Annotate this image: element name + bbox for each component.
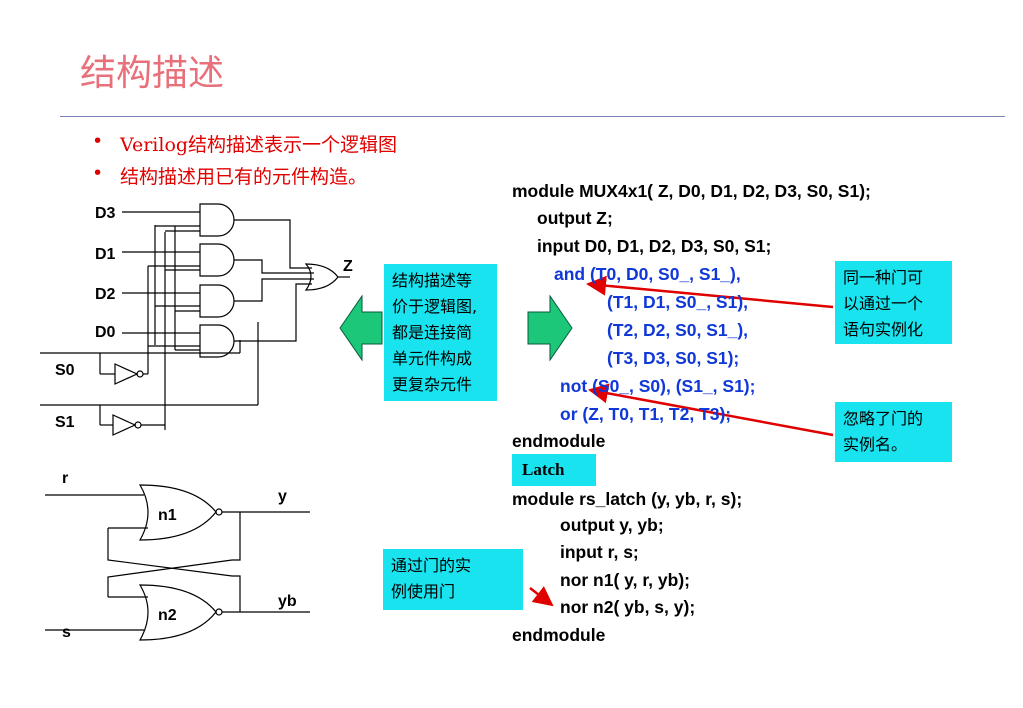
left-green-arrow	[339, 294, 383, 362]
label-z: Z	[343, 258, 353, 275]
callout-line: 以通过一个	[843, 294, 924, 313]
bullet-symbol: •	[92, 130, 104, 152]
rs-latch-diagram: r s y yb n1 n2	[45, 470, 310, 641]
red-arrow-instance	[529, 586, 554, 607]
label-d0: D0	[95, 324, 116, 341]
callout-line: 更复杂元件	[392, 375, 473, 394]
mux-logic-diagram: D3 D1 D2 D0 S0 S1 Z	[40, 203, 353, 436]
red-arrow-ignore-name	[588, 383, 834, 437]
code-line: endmodule	[512, 431, 606, 451]
callout-line: 都是连接简	[392, 323, 473, 342]
callout-line: 单元件构成	[392, 349, 473, 368]
label-y: y	[278, 488, 287, 505]
label-s: s	[62, 624, 71, 641]
callout-line: 同一种门可	[843, 268, 924, 287]
callout-line: 例使用门	[391, 582, 456, 601]
bullet-text: Verilog结构描述表示一个逻辑图	[120, 134, 398, 156]
code-line: input r, s;	[560, 542, 639, 562]
code-line: or (Z, T0, T1, T2, T3);	[560, 404, 732, 424]
page-title: 结构描述	[80, 53, 225, 94]
code-line: output Z;	[537, 208, 613, 228]
code-line: endmodule	[512, 625, 606, 645]
code-line: module rs_latch (y, yb, r, s);	[512, 489, 743, 509]
code-line: input D0, D1, D2, D3, S0, S1;	[537, 236, 772, 256]
label-s1: S1	[55, 414, 75, 431]
callout-line: 实例名。	[843, 435, 908, 454]
title-divider	[60, 116, 1005, 117]
label-n1: n1	[158, 507, 177, 524]
label-d1: D1	[95, 246, 116, 263]
red-arrow-same-gate	[586, 275, 834, 309]
code-line: and (T0, D0, S0_, S1_),	[554, 264, 741, 284]
code-line: nor n2( yb, s, y);	[560, 597, 696, 617]
code-line: output y, yb;	[560, 515, 664, 535]
callout-equivalence: 结构描述等 价于逻辑图, 都是连接简 单元件构成 更复杂元件	[384, 264, 497, 401]
label-s0: S0	[55, 362, 75, 379]
code-line: (T3, D3, S0, S1);	[607, 348, 740, 368]
code-line: (T2, D2, S0, S1_),	[607, 320, 749, 340]
callout-line: 语句实例化	[843, 320, 924, 339]
latch-label: Latch	[512, 454, 596, 486]
callout-line: 忽略了门的	[843, 409, 924, 428]
callout-ignore-name: 忽略了门的 实例名。	[835, 402, 952, 462]
callout-same-gate: 同一种门可 以通过一个 语句实例化	[835, 261, 952, 344]
label-d2: D2	[95, 286, 116, 303]
code-line: (T1, D1, S0_, S1),	[607, 292, 749, 312]
label-n2: n2	[158, 607, 177, 624]
callout-line: 价于逻辑图,	[392, 297, 478, 316]
right-green-arrow	[527, 294, 573, 362]
label-d3: D3	[95, 205, 116, 222]
bullet-text: 结构描述用已有的元件构造。	[120, 166, 368, 188]
callout-line: 结构描述等	[392, 271, 473, 290]
label-r: r	[62, 470, 68, 487]
bullet-symbol: •	[92, 162, 104, 184]
label-yb: yb	[278, 593, 297, 610]
callout-line: 通过门的实	[391, 556, 472, 575]
code-line: module MUX4x1( Z, D0, D1, D2, D3, S0, S1…	[512, 181, 871, 201]
code-line: nor n1( y, r, yb);	[560, 570, 690, 590]
callout-instance: 通过门的实 例使用门	[383, 549, 523, 610]
code-line: not (S0_, S0), (S1_, S1);	[560, 376, 756, 396]
